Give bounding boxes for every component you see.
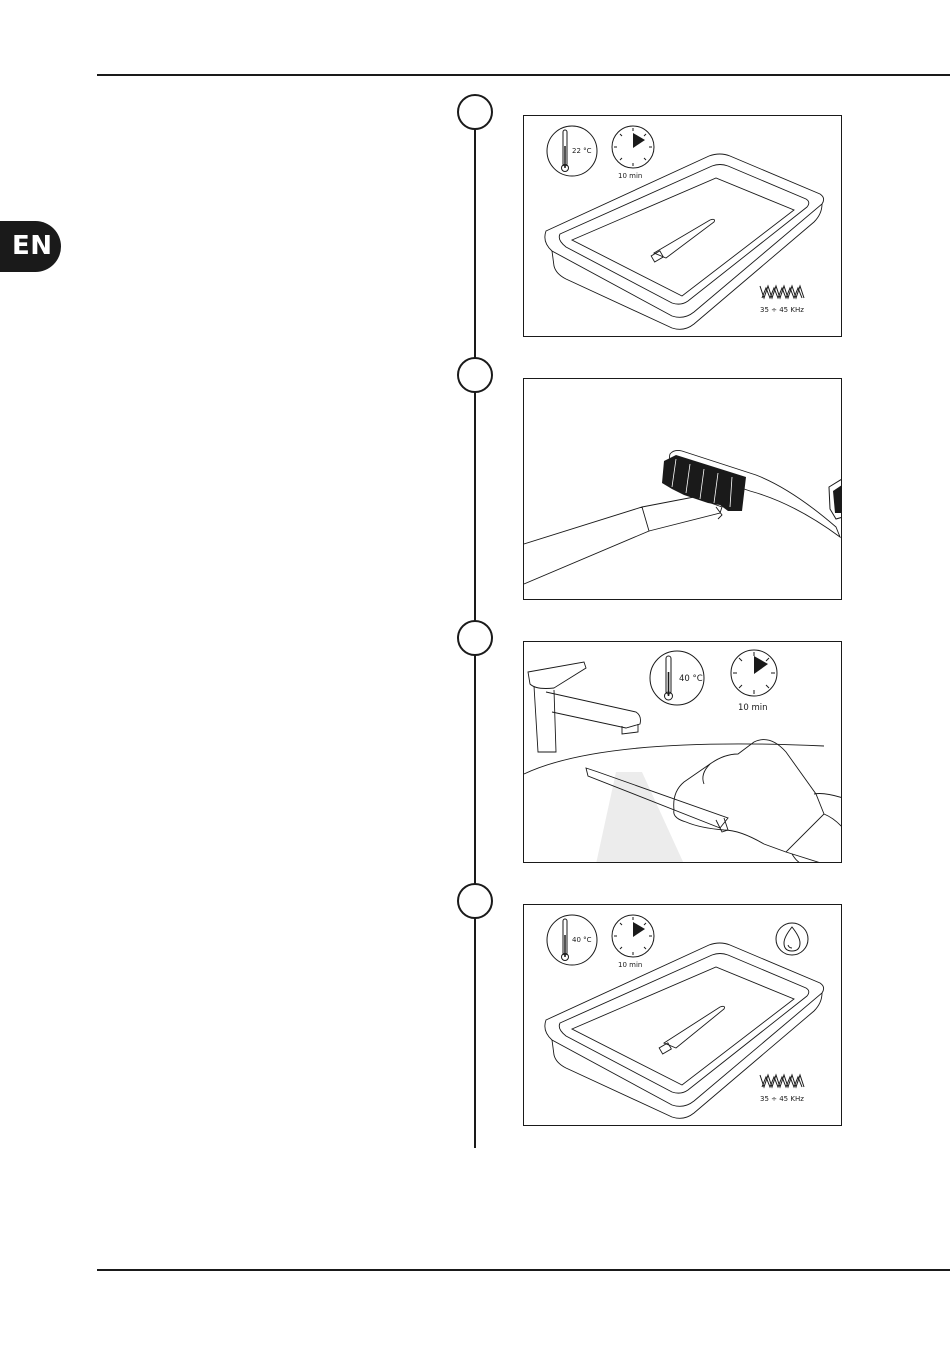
thermometer-icon: 40 °C [547, 915, 597, 965]
thermometer-icon: 22 °C [547, 126, 597, 176]
ultrasonic-wave-icon [760, 286, 804, 298]
step-1-time: 10 min [618, 172, 642, 180]
step-3-temperature: 40 °C [679, 674, 703, 684]
footer-rule [97, 1269, 950, 1271]
step-3-time: 10 min [738, 703, 768, 713]
step-1-marker [457, 94, 493, 130]
tray-drawing [545, 943, 824, 1118]
step-2-marker [457, 357, 493, 393]
timer-icon: 10 min [612, 126, 654, 180]
step-4-marker [457, 883, 493, 919]
brush-drawing [662, 450, 842, 537]
timer-icon: 10 min [612, 915, 654, 969]
step-3-illustration: 40 °C 10 min [523, 641, 842, 863]
step-4-illustration: 40 °C 10 min [523, 904, 842, 1126]
step-4-frequency: 35 ÷ 45 KHz [760, 1095, 804, 1103]
thermometer-icon: 40 °C [650, 651, 704, 705]
step-1-illustration: 22 °C 10 min 35 ÷ 45 KHz [523, 115, 842, 337]
detergent-drop-icon [776, 923, 808, 955]
handpiece-drawing [524, 497, 722, 584]
timer-icon: 10 min [731, 650, 777, 713]
step-2-illustration [523, 378, 842, 600]
tray-drawing [545, 154, 824, 329]
step-4-temperature: 40 °C [572, 936, 592, 944]
language-tab: EN [0, 221, 61, 272]
step-3-marker [457, 620, 493, 656]
ultrasonic-wave-icon [760, 1075, 804, 1087]
faucet-drawing [524, 662, 824, 774]
step-1-temperature: 22 °C [572, 147, 592, 155]
step-1-frequency: 35 ÷ 45 KHz [760, 306, 804, 314]
water-stream [596, 772, 684, 863]
header-rule [97, 74, 950, 76]
step-4-time: 10 min [618, 961, 642, 969]
